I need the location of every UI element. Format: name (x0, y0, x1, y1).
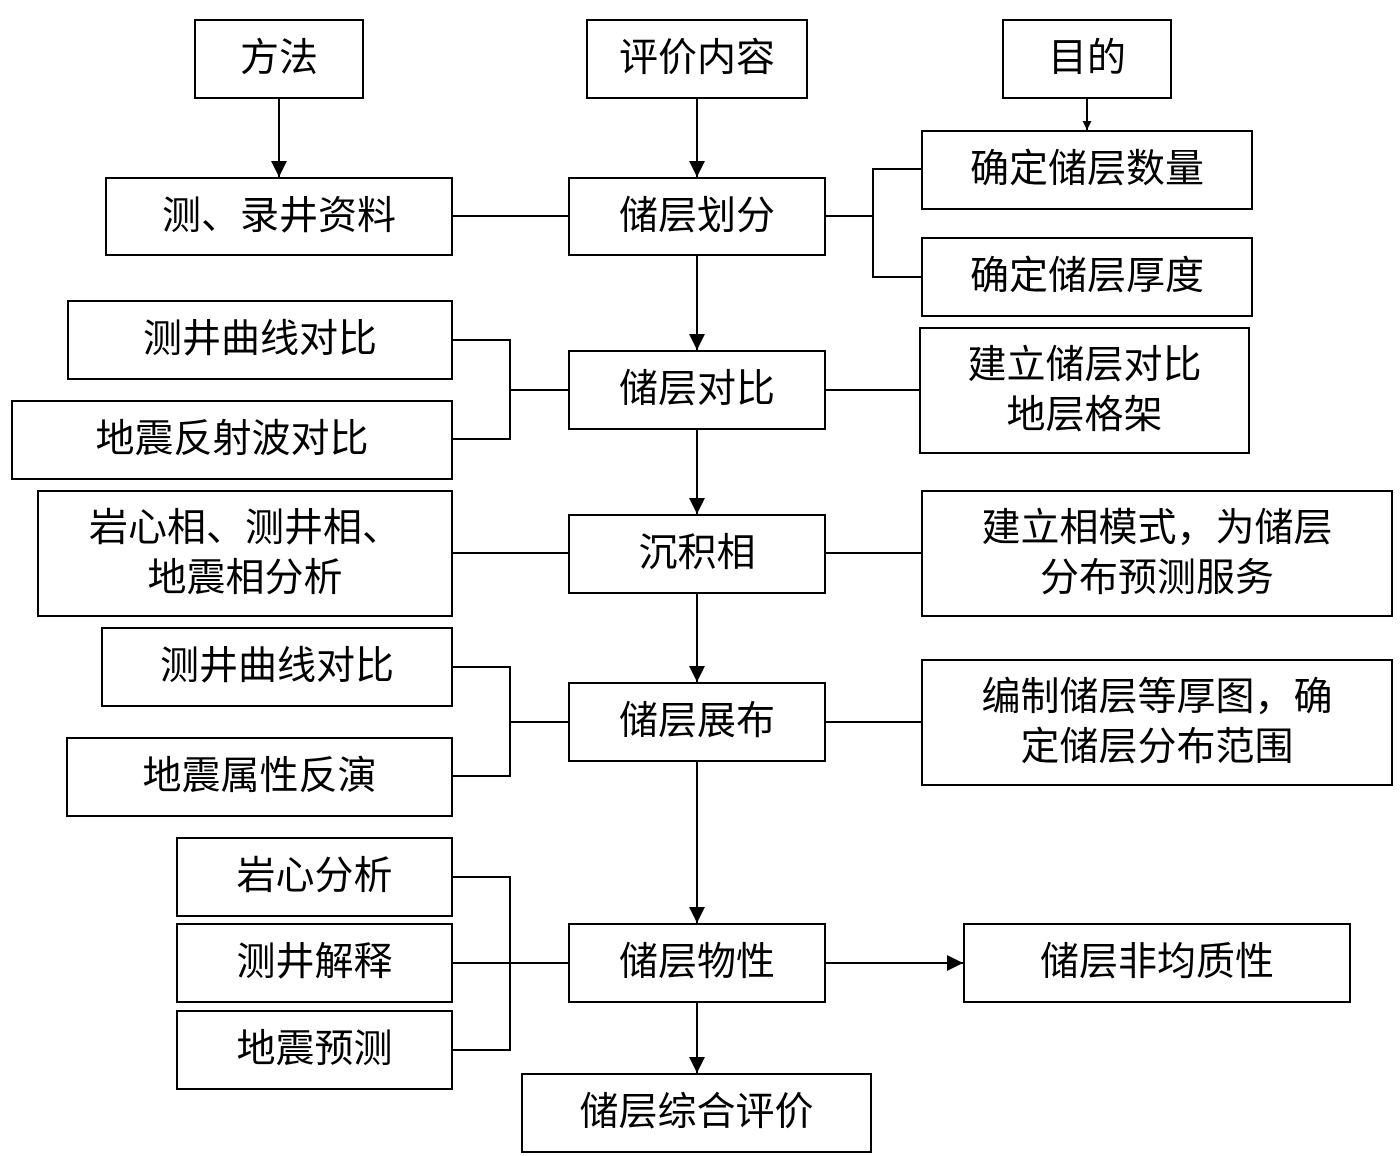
bracket-division-count (872, 168, 921, 278)
node-division-label: 储层划分 (618, 193, 775, 239)
header-purpose-label: 目的 (1047, 36, 1126, 82)
method-facies-analysis: 岩心相、测井相、 地震相分析 (37, 490, 453, 617)
node-evaluation: 储层综合评价 (521, 1073, 872, 1153)
purpose-layer-count: 确定储层数量 (921, 130, 1253, 210)
purpose-layer-thickness-label: 确定储层厚度 (969, 254, 1204, 300)
header-method-label: 方法 (239, 36, 318, 82)
node-division: 储层划分 (568, 177, 826, 256)
node-distribution-label: 储层展布 (618, 699, 775, 745)
method-core-analysis: 岩心分析 (176, 837, 453, 917)
purpose-heterogeneity-label: 储层非均质性 (1039, 940, 1274, 986)
method-curve-correlation-2: 测井曲线对比 (101, 627, 453, 707)
node-properties: 储层物性 (568, 923, 826, 1003)
purpose-isopach: 编制储层等厚图，确 定储层分布范围 (921, 659, 1393, 786)
node-correlation-label: 储层对比 (618, 367, 775, 413)
node-correlation: 储层对比 (568, 350, 826, 430)
purpose-facies-model-label: 建立相模式，为储层 分布预测服务 (981, 505, 1333, 601)
method-seismic-inversion: 地震属性反演 (66, 737, 453, 817)
method-log-interpretation: 测井解释 (176, 923, 453, 1003)
method-log-interpretation-label: 测井解释 (236, 940, 393, 986)
method-logging-data: 测、录井资料 (105, 177, 453, 256)
method-logging-data-label: 测、录井资料 (161, 193, 396, 239)
method-seismic-inversion-label: 地震属性反演 (142, 754, 377, 800)
header-content-label: 评价内容 (618, 36, 775, 82)
method-seismic-prediction: 地震预测 (176, 1010, 453, 1090)
node-evaluation-label: 储层综合评价 (579, 1090, 814, 1136)
purpose-framework-label: 建立储层对比 地层格架 (967, 342, 1202, 438)
purpose-layer-count-label: 确定储层数量 (969, 147, 1204, 193)
purpose-framework: 建立储层对比 地层格架 (919, 327, 1250, 454)
node-facies-label: 沉积相 (638, 531, 756, 577)
method-curve-correlation-1-label: 测井曲线对比 (142, 317, 377, 363)
method-curve-correlation-2-label: 测井曲线对比 (159, 644, 394, 690)
header-purpose: 目的 (1002, 19, 1172, 99)
method-curve-correlation-1: 测井曲线对比 (67, 300, 453, 380)
node-properties-label: 储层物性 (618, 940, 775, 986)
bracket-distribution-methods (453, 666, 511, 777)
node-distribution: 储层展布 (568, 682, 826, 762)
method-seismic-prediction-label: 地震预测 (236, 1027, 393, 1073)
purpose-layer-thickness: 确定储层厚度 (921, 237, 1253, 317)
purpose-heterogeneity: 储层非均质性 (963, 923, 1351, 1003)
method-seismic-reflection-label: 地震反射波对比 (95, 417, 369, 463)
header-method: 方法 (194, 19, 364, 99)
method-facies-analysis-label: 岩心相、测井相、 地震相分析 (88, 505, 401, 601)
header-content: 评价内容 (586, 19, 808, 99)
node-facies: 沉积相 (568, 514, 826, 594)
purpose-facies-model: 建立相模式，为储层 分布预测服务 (921, 490, 1393, 617)
bracket-correlation-methods (453, 339, 511, 440)
method-core-analysis-label: 岩心分析 (236, 854, 393, 900)
method-seismic-reflection: 地震反射波对比 (11, 400, 453, 480)
purpose-isopach-label: 编制储层等厚图，确 定储层分布范围 (981, 674, 1333, 770)
